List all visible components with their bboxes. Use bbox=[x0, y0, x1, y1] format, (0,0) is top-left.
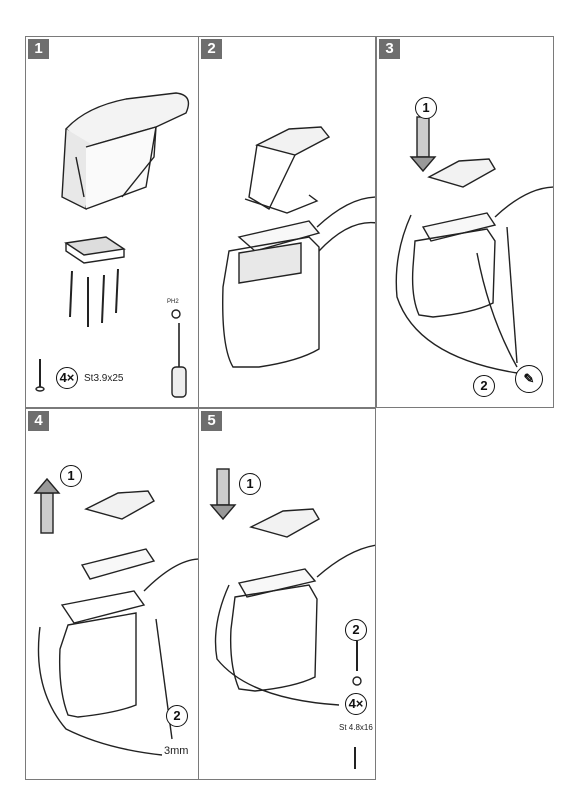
armrest-fit-illustration bbox=[395, 116, 553, 374]
step-panel-3: 3 1 2 ✎ bbox=[376, 36, 554, 408]
screw-spec-label: St 4.8x16 bbox=[339, 723, 373, 732]
tool-size-label: 3mm bbox=[164, 745, 189, 757]
step-panel-5: 5 1 2 4× St 4.8x16 bbox=[198, 408, 376, 780]
callout-1: 1 bbox=[415, 97, 437, 119]
step-panel-2: 2 bbox=[198, 36, 376, 408]
quantity-badge: 4× bbox=[56, 367, 78, 389]
quantity-badge: 4× bbox=[345, 693, 367, 715]
armrest-lift-illustration bbox=[33, 477, 198, 756]
step-number: 5 bbox=[201, 411, 222, 431]
driver-label: PH2 bbox=[167, 299, 179, 305]
armrest-install-illustration bbox=[222, 126, 375, 368]
step-panel-4: 4 1 2 3mm bbox=[25, 408, 199, 780]
screw-spec-label: St3.9x25 bbox=[84, 373, 124, 384]
tool-badge: ✎ bbox=[515, 365, 543, 393]
armrest-screw-illustration bbox=[209, 468, 375, 769]
step-number: 3 bbox=[379, 39, 400, 59]
step-number: 1 bbox=[28, 39, 49, 59]
step-panel-1: 1 4× St3.9x25 PH2 bbox=[25, 36, 199, 408]
armrest-exploded-illustration bbox=[35, 92, 190, 398]
callout-1: 1 bbox=[60, 465, 82, 487]
callout-2: 2 bbox=[166, 705, 188, 727]
callout-2: 2 bbox=[345, 619, 367, 641]
callout-2: 2 bbox=[473, 375, 495, 397]
step-number: 2 bbox=[201, 39, 222, 59]
callout-1: 1 bbox=[239, 473, 261, 495]
step-number: 4 bbox=[28, 411, 49, 431]
